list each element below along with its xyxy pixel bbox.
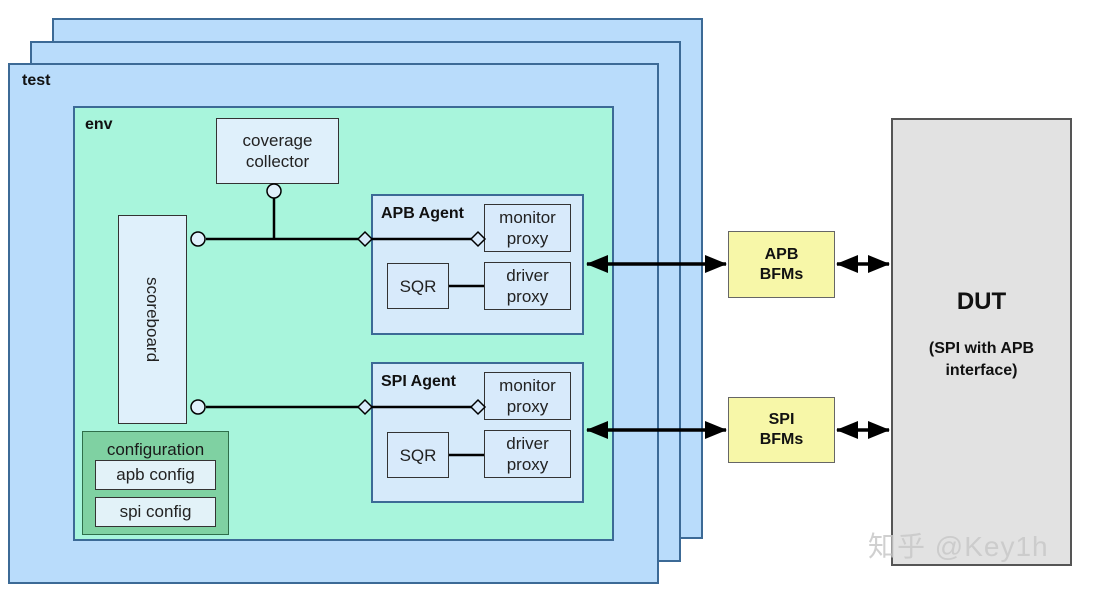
spi-driver-line1: driver: [506, 434, 549, 453]
env-label: env: [85, 116, 113, 133]
apb-bfms: APB BFMs: [728, 231, 835, 298]
spi-bfms-line1: SPI: [768, 411, 795, 428]
apb-bfms-line1: APB: [764, 245, 799, 263]
spi-sqr: SQR: [387, 432, 449, 478]
spi-driver-proxy: driver proxy: [484, 430, 571, 478]
dut-box: DUT (SPI with APB interface): [891, 118, 1072, 566]
spi-monitor-analysis-port: [469, 398, 487, 416]
dut-line1: (SPI with APB: [928, 340, 1035, 357]
spi-config-label: spi config: [119, 502, 192, 521]
apb-config-label: apb config: [116, 465, 195, 484]
apb-monitor-analysis-port: [469, 230, 487, 248]
spi-monitor-proxy: monitor proxy: [484, 372, 571, 420]
apb-driver-proxy: driver proxy: [484, 262, 571, 310]
test-label: test: [22, 72, 51, 89]
apb-agent-title: APB Agent: [381, 205, 464, 222]
spi-agent-analysis-port: [356, 398, 374, 416]
coverage-export-port: [266, 183, 282, 199]
dut-title: DUT: [956, 288, 1007, 315]
apb-monitor-line1: monitor: [499, 208, 556, 227]
scoreboard: scoreboard: [118, 215, 187, 424]
apb-sqr-label: SQR: [399, 276, 437, 296]
watermark-text: 知乎 @Key1h: [868, 531, 1049, 562]
spi-bfms: SPI BFMs: [728, 397, 835, 463]
spi-sqr-label: SQR: [399, 445, 437, 465]
coverage-line2: collector: [245, 152, 310, 171]
spi-bfms-line2: BFMs: [759, 431, 804, 448]
scoreboard-apb-export-port: [190, 231, 206, 247]
coverage-line1: coverage: [242, 131, 313, 150]
spi-config: spi config: [95, 497, 216, 527]
configuration-title: configuration: [106, 440, 205, 459]
apb-driver-line1: driver: [506, 266, 549, 285]
apb-sqr: SQR: [387, 263, 449, 309]
spi-driver-line2: proxy: [506, 455, 549, 474]
scoreboard-spi-export-port: [190, 399, 206, 415]
spi-monitor-line2: proxy: [506, 397, 549, 416]
dut-line2: interface): [945, 362, 1018, 379]
apb-config: apb config: [95, 460, 216, 490]
spi-monitor-line1: monitor: [499, 376, 556, 395]
spi-agent-title: SPI Agent: [381, 373, 456, 390]
apb-agent-analysis-port: [356, 230, 374, 248]
coverage-collector: coverage collector: [216, 118, 339, 184]
apb-monitor-line2: proxy: [506, 229, 549, 248]
apb-driver-line2: proxy: [506, 287, 549, 306]
apb-bfms-line2: BFMs: [759, 265, 804, 283]
apb-monitor-proxy: monitor proxy: [484, 204, 571, 252]
